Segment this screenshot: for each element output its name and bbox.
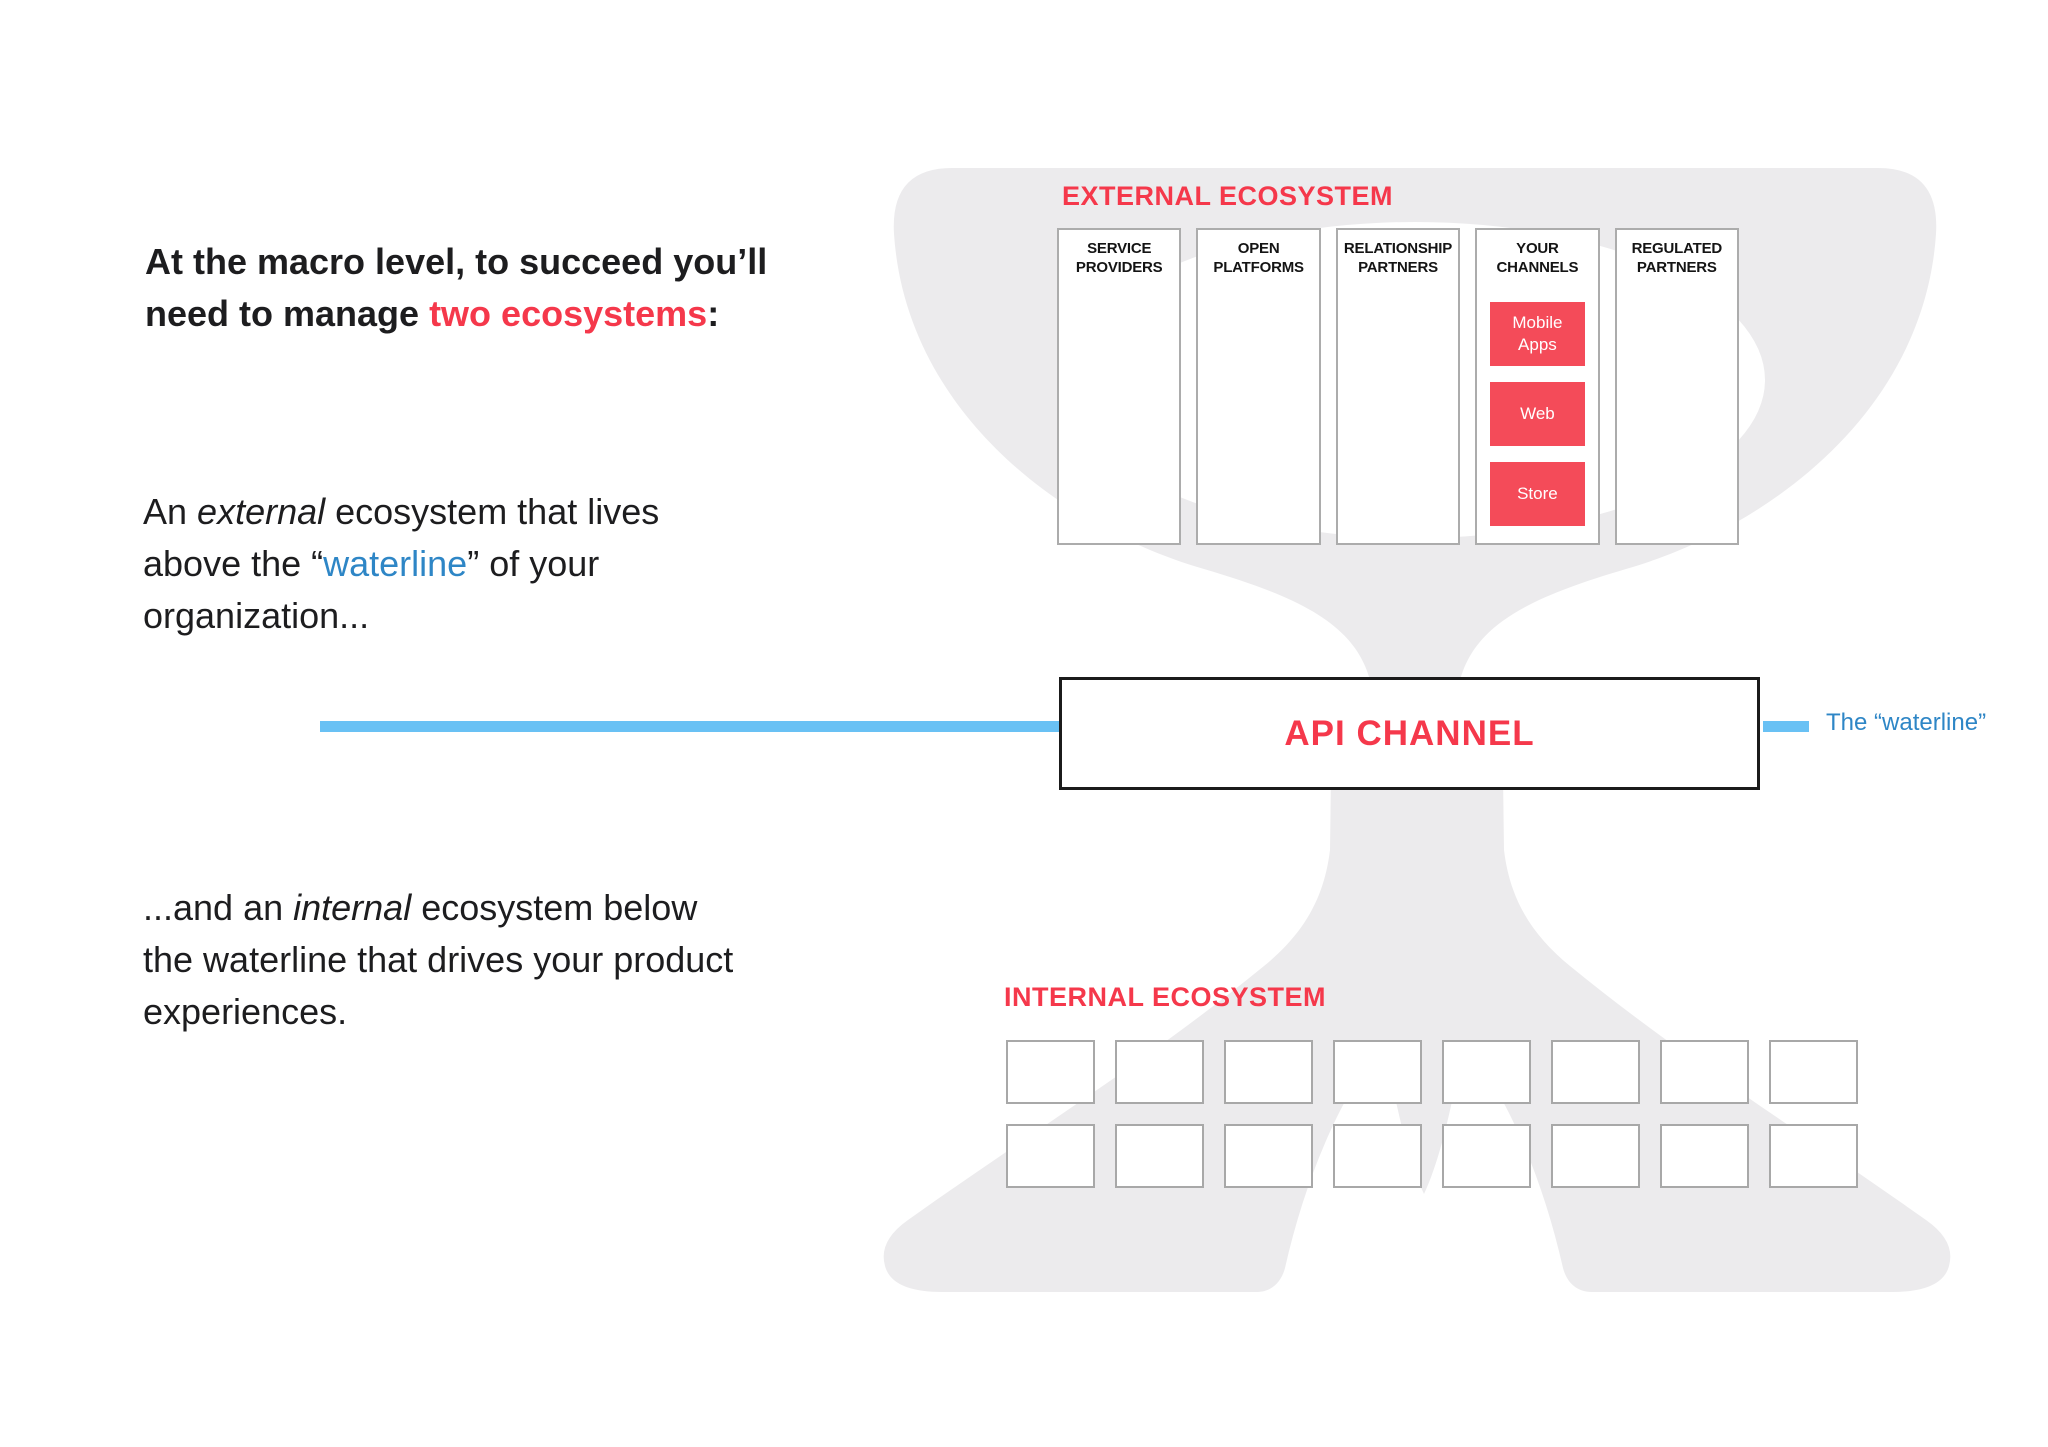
- internal-box: [1442, 1040, 1531, 1104]
- column-header: OPEN PLATFORMS: [1213, 240, 1304, 276]
- internal-box: [1660, 1040, 1749, 1104]
- intro-text: At the macro level, to succeed you’ll ne…: [145, 236, 767, 340]
- internal-box: [1769, 1124, 1858, 1188]
- api-channel-box: API CHANNEL: [1059, 677, 1760, 790]
- external-note-l2c: ” of your: [467, 543, 600, 584]
- internal-note-line-1: ...and an internal ecosystem below: [143, 882, 733, 934]
- waterline-line-right: [1763, 721, 1809, 732]
- external-note-text: An external ecosystem that lives above t…: [143, 486, 659, 642]
- waterline-line-left: [320, 721, 1059, 732]
- internal-note-line-2: the waterline that drives your product: [143, 939, 734, 980]
- internal-box: [1115, 1124, 1204, 1188]
- internal-box: [1551, 1040, 1640, 1104]
- internal-box: [1006, 1040, 1095, 1104]
- intro-line-2: need to manage two ecosystems:: [145, 288, 767, 340]
- internal-box: [1660, 1124, 1749, 1188]
- column-header: RELATIONSHIP PARTNERS: [1343, 240, 1453, 276]
- column-header: YOUR CHANNELS: [1496, 240, 1579, 276]
- api-channel-label: API CHANNEL: [1284, 713, 1535, 753]
- internal-note-line-3: experiences.: [143, 991, 348, 1032]
- external-italic: external: [197, 491, 326, 532]
- intro-colon: :: [707, 293, 720, 334]
- column-service-providers: SERVICE PROVIDERS: [1057, 228, 1182, 545]
- waterline-label: The “waterline”: [1826, 709, 1987, 736]
- internal-note-text: ...and an internal ecosystem below the w…: [143, 882, 733, 1038]
- external-note-line-1: An external ecosystem that lives: [143, 486, 659, 538]
- internal-box: [1442, 1124, 1531, 1188]
- channel-box-mobile-apps: Mobile Apps: [1490, 302, 1585, 366]
- internal-box: [1551, 1124, 1640, 1188]
- intro-line-1: At the macro level, to succeed you’ll: [145, 241, 768, 282]
- internal-box: [1333, 1040, 1422, 1104]
- intro-line-2-text: need to manage: [145, 293, 430, 334]
- external-note-line-2: above the “waterline” of your: [143, 538, 659, 590]
- channel-box-store: Store: [1490, 462, 1585, 526]
- column-header: REGULATED PARTNERS: [1631, 240, 1723, 276]
- internal-grid: [1006, 1040, 1858, 1188]
- internal-note-l1c: ecosystem below: [411, 887, 698, 928]
- column-header: SERVICE PROVIDERS: [1075, 240, 1163, 276]
- two-ecosystems-highlight: two ecosystems: [429, 293, 708, 334]
- column-your-channels: YOUR CHANNELS Mobile Apps Web Store: [1475, 228, 1600, 545]
- external-columns: SERVICE PROVIDERS OPEN PLATFORMS RELATIO…: [1057, 228, 1740, 545]
- internal-box: [1115, 1040, 1204, 1104]
- internal-ecosystem-label: INTERNAL ECOSYSTEM: [1004, 982, 1327, 1012]
- internal-italic: internal: [293, 887, 412, 928]
- external-ecosystem-label: EXTERNAL ECOSYSTEM: [1062, 181, 1394, 211]
- internal-box: [1006, 1124, 1095, 1188]
- waterline-highlight: waterline: [323, 543, 468, 584]
- channel-box-web: Web: [1490, 382, 1585, 446]
- internal-box: [1224, 1124, 1313, 1188]
- internal-box: [1333, 1124, 1422, 1188]
- external-note-line-3: organization...: [143, 595, 370, 636]
- internal-box: [1224, 1040, 1313, 1104]
- external-note-l1c: ecosystem that lives: [325, 491, 660, 532]
- internal-note-l1a: ...and an: [143, 887, 294, 928]
- column-relationship-partners: RELATIONSHIP PARTNERS: [1335, 228, 1461, 545]
- column-open-platforms: OPEN PLATFORMS: [1196, 228, 1321, 545]
- column-regulated-partners: REGULATED PARTNERS: [1614, 228, 1740, 545]
- internal-box: [1769, 1040, 1858, 1104]
- external-note-l2a: above the “: [143, 543, 324, 584]
- external-note-l1a: An: [143, 491, 198, 532]
